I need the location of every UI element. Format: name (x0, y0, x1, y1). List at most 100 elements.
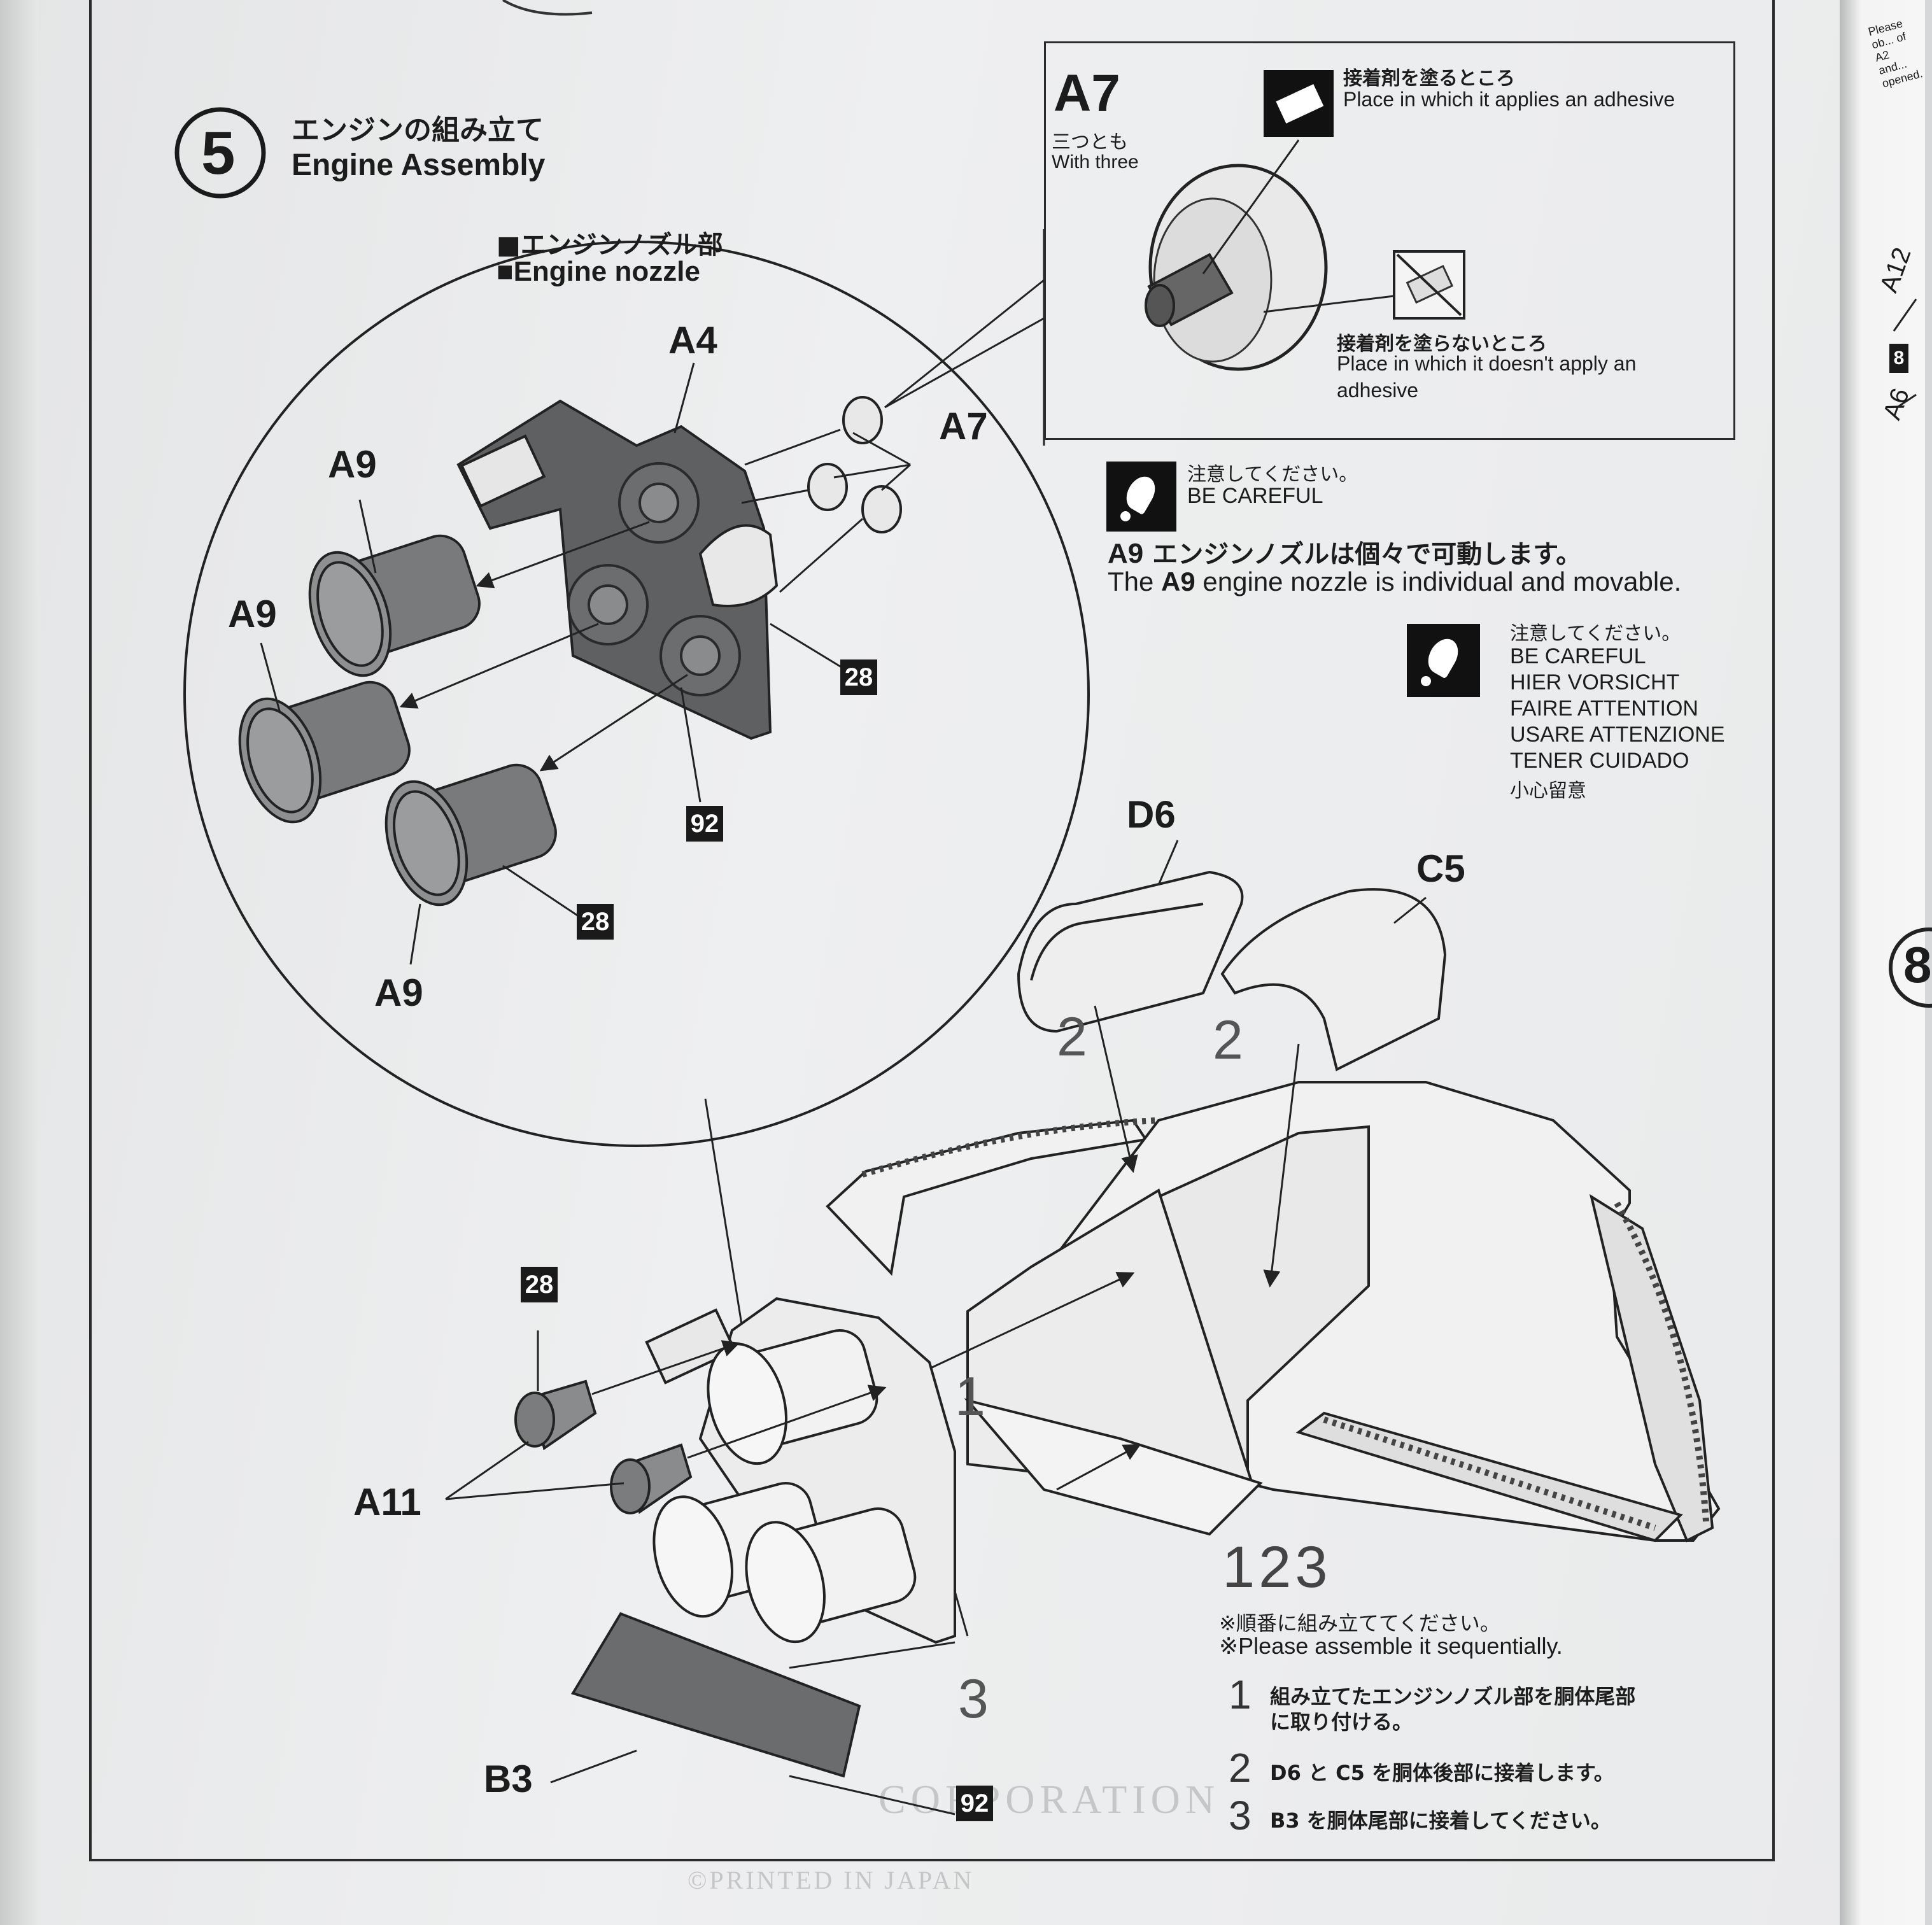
shuttle-rear-fuselage (826, 1081, 1721, 1542)
arrow-d6 (1094, 1005, 1138, 1173)
bleed-printed: ©PRINTED IN JAPAN (687, 1866, 975, 1894)
label-a9-top: A9 (328, 443, 377, 486)
inset-header-ja: ■エンジンノズル部 (497, 230, 723, 260)
seq-step-3-num: 3 (1229, 1793, 1252, 1838)
adhesive-qty-ja: 三つとも (1052, 131, 1128, 153)
seq-mark-2-left: 2 (1057, 1006, 1087, 1068)
seq-step-2-line1: D6 と C5 を胴体後部に接着します。 (1270, 1761, 1614, 1785)
seq-step-1-line2: に取り付ける。 (1270, 1710, 1413, 1734)
sequence-note-ja: ※順番に組み立ててください。 (1219, 1611, 1500, 1635)
arrow-a11-2 (687, 1385, 887, 1459)
seq-mark-1: 1 (955, 1366, 985, 1427)
adhesive-callout-box (1044, 41, 1735, 440)
adhesive-qty-en: With three (1052, 152, 1139, 173)
adhesive-diagram (1145, 70, 1465, 371)
a11-parts (514, 1379, 693, 1514)
color-code-92: 92 (686, 806, 723, 842)
c5-cover (1220, 888, 1447, 1071)
arrow-a7-2 (741, 489, 809, 504)
a9-nozzles (238, 534, 557, 906)
sequence-note-en: ※Please assemble it sequentially. (1219, 1633, 1563, 1659)
seq-mark-3: 3 (958, 1668, 989, 1730)
arrow-a7-3 (779, 518, 863, 593)
caution1-note-ja: エンジンノズルは個々で可動します。 (1152, 540, 1582, 569)
right-page-marks (1893, 299, 1917, 409)
caution1-en: BE CAREFUL (1187, 484, 1323, 508)
a7-pins (807, 396, 902, 533)
seq-step-1-line1: 組み立てたエンジンノズル部を胴体尾部 (1270, 1684, 1636, 1709)
seq-step-1-num: 1 (1229, 1672, 1252, 1717)
main-color-code-92: 92 (956, 1786, 993, 1821)
caution1-note-ja-part: A9 (1108, 538, 1144, 569)
no-adhesive-en-2: adhesive (1337, 379, 1419, 402)
engine-mount-a4 (456, 399, 779, 740)
previous-step-remnant (502, 0, 593, 16)
seq-mark-2-right: 2 (1213, 1010, 1243, 1071)
seq-step-3-line1: B3 を胴体尾部に接着してください。 (1270, 1809, 1611, 1833)
engine-pack-assembled (645, 1297, 956, 1644)
step-number: 5 (201, 119, 236, 187)
inset-header-en: ■Engine nozzle (497, 256, 700, 287)
label-a9-bottom: A9 (374, 971, 423, 1014)
right-page-step-number: 8 (1903, 936, 1932, 993)
caution2-line-1: 注意してください。 (1510, 623, 1681, 645)
caution1-note-en-part: A9 (1161, 567, 1195, 596)
bleed-corporation: CORPORATION (878, 1777, 1220, 1822)
no-adhesive-ja: 接着剤を塗らないところ (1337, 333, 1547, 355)
inset-circle (183, 241, 1090, 1147)
seq-step-2-num: 2 (1229, 1745, 1252, 1791)
main-leaders (445, 840, 1427, 1816)
callout-line-b (884, 279, 1045, 409)
color-code-28-top: 28 (840, 659, 877, 695)
caution2-line-5: USARE ATTENZIONE (1510, 723, 1725, 747)
label-a9-mid: A9 (228, 593, 277, 635)
caution1-note-en: engine nozzle is individual and movable. (1202, 567, 1682, 596)
caution2-line-3: HIER VORSICHT (1510, 670, 1680, 695)
caution1-note-en-pre: The (1108, 567, 1154, 596)
arrow-a9-top (476, 521, 650, 589)
label-a4: A4 (668, 319, 717, 362)
caution-icon-2 (1407, 624, 1480, 697)
arrow-engine-assembly (929, 1272, 1135, 1370)
callout-line-c (884, 317, 1045, 409)
right-page-code-8: 8 (1889, 344, 1908, 373)
caution1-note-en-line: The A9 engine nozzle is individual and m… (1108, 567, 1681, 597)
sequence-big: 123 (1222, 1535, 1332, 1600)
d6-cover (1017, 870, 1244, 1033)
label-b3: B3 (484, 1758, 533, 1800)
page-edge-left (0, 0, 38, 1925)
caution2-line-7: 小心留意 (1510, 780, 1586, 802)
arrow-b3 (1056, 1444, 1141, 1491)
caution1-note-ja-line: A9 エンジンノズルは個々で可動します。 (1108, 533, 1581, 570)
b3-plate (570, 1612, 861, 1778)
caution1-ja: 注意してください。 (1187, 463, 1358, 486)
step-circle (174, 107, 266, 199)
arrow-a11-1 (591, 1340, 740, 1395)
arrow-c5 (1263, 1043, 1300, 1288)
inset-connector (704, 1098, 743, 1325)
arrow-a9-mid (399, 623, 599, 709)
caution2-line-2: BE CAREFUL (1510, 644, 1646, 668)
adhesive-part-a7: A7 (1054, 64, 1120, 122)
label-d6: D6 (1127, 793, 1176, 836)
page-frame (89, 0, 1775, 1861)
arrow-a7-1 (744, 428, 841, 466)
caution-icon-1 (1106, 462, 1176, 532)
caution2-line-4: FAIRE ATTENTION (1510, 696, 1698, 721)
no-adhesive-en-1: Place in which it doesn't apply an (1337, 352, 1637, 375)
page-gutter-right (1840, 0, 1925, 1925)
arrow-a9-bottom (539, 673, 688, 772)
apply-adhesive-en: Place in which it applies an adhesive (1343, 88, 1675, 111)
main-color-code-28: 28 (521, 1267, 558, 1302)
step-title-en: Engine Assembly (292, 148, 546, 182)
caution2-line-6: TENER CUIDADO (1510, 749, 1689, 773)
label-a11: A11 (353, 1481, 421, 1523)
apply-adhesive-ja: 接着剤を塗るところ (1343, 67, 1515, 90)
right-page-step-circle (1889, 927, 1932, 1008)
label-c5: C5 (1416, 847, 1465, 890)
inset-leaders (260, 362, 911, 965)
label-a7: A7 (939, 405, 988, 448)
color-code-28-bottom: 28 (577, 904, 614, 940)
